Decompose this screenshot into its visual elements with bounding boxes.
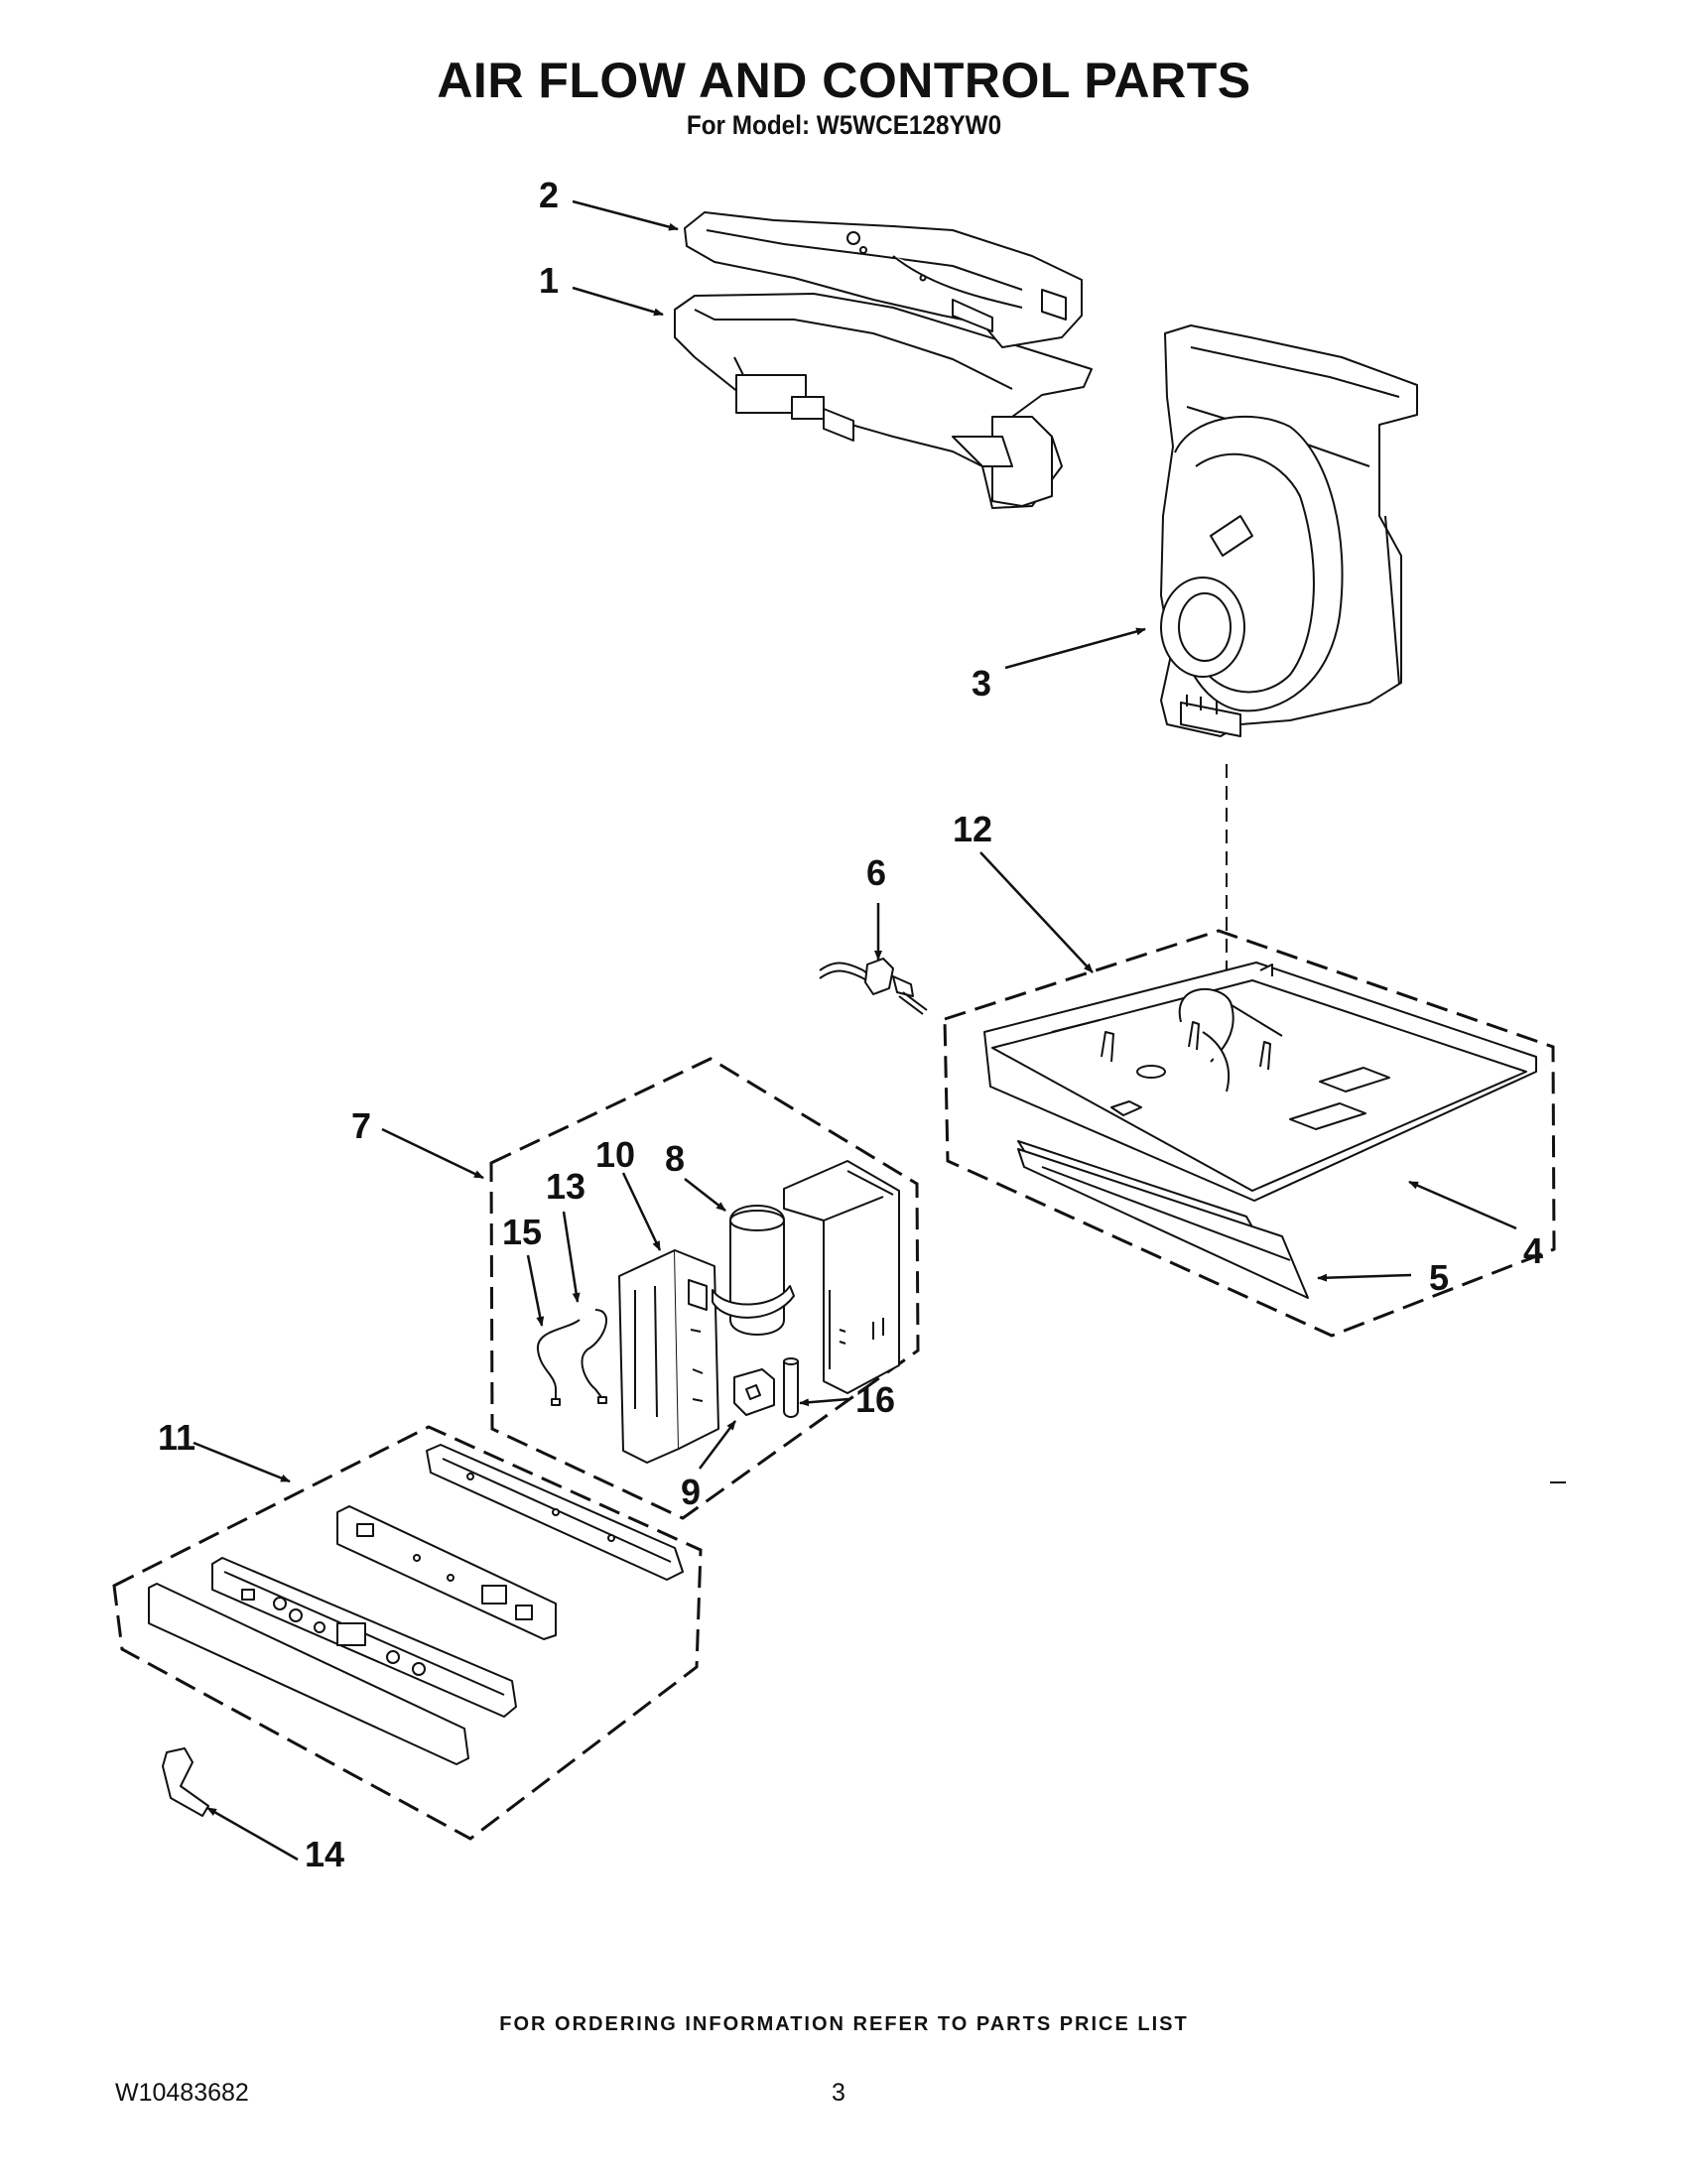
control-panel-parts bbox=[149, 1445, 683, 1816]
callout-6: 6 bbox=[866, 852, 887, 893]
callout-7: 7 bbox=[351, 1105, 372, 1146]
air-duct-assembly bbox=[675, 212, 1092, 508]
callout-10: 10 bbox=[595, 1134, 636, 1175]
callout-5: 5 bbox=[1429, 1257, 1450, 1298]
callout-14: 14 bbox=[305, 1834, 345, 1874]
leader-arrows bbox=[194, 201, 1516, 1860]
model-subtitle: For Model: W5WCE128YW0 bbox=[686, 110, 1002, 140]
callout-16: 16 bbox=[855, 1379, 896, 1420]
callout-11: 11 bbox=[158, 1417, 196, 1458]
control-panel-group-outline bbox=[114, 1427, 701, 1839]
callout-15: 15 bbox=[502, 1212, 543, 1252]
blower-housing bbox=[1161, 325, 1417, 736]
callout-9: 9 bbox=[681, 1472, 702, 1512]
callout-3: 3 bbox=[972, 663, 992, 704]
electrical-group-outline bbox=[491, 1059, 918, 1518]
callout-8: 8 bbox=[665, 1138, 686, 1179]
base-pan-group-outline bbox=[945, 931, 1554, 1336]
front-rail bbox=[1018, 1149, 1308, 1298]
electrical-components bbox=[538, 1161, 899, 1463]
margin-tick bbox=[1550, 1481, 1566, 1483]
callout-13: 13 bbox=[546, 1166, 586, 1207]
base-pan bbox=[984, 963, 1536, 1234]
callout-2: 2 bbox=[539, 175, 560, 215]
page-number: 3 bbox=[832, 2079, 845, 2107]
callout-1: 1 bbox=[539, 260, 560, 301]
callout-4: 4 bbox=[1523, 1230, 1544, 1271]
callout-12: 12 bbox=[953, 809, 993, 849]
ordering-note: FOR ORDERING INFORMATION REFER TO PARTS … bbox=[499, 2013, 1189, 2035]
document-number: W10483682 bbox=[115, 2079, 249, 2107]
thermistor bbox=[820, 959, 927, 1014]
page-title: AIR FLOW AND CONTROL PARTS bbox=[437, 53, 1251, 108]
